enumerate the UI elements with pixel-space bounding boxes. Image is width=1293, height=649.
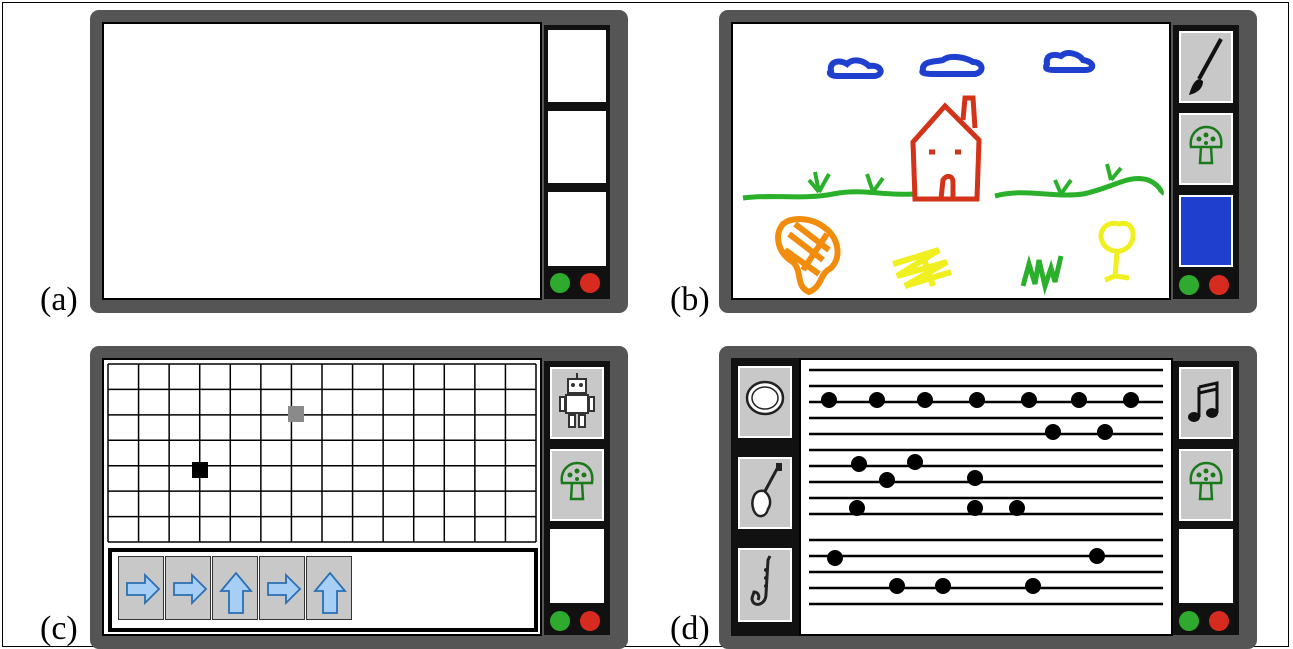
instrument-sidebar bbox=[731, 358, 799, 636]
tambourine-tool[interactable] bbox=[738, 366, 792, 438]
device-d bbox=[719, 346, 1257, 649]
command-right[interactable] bbox=[259, 556, 305, 620]
robot-icon bbox=[552, 369, 602, 437]
sidebar-slot-3[interactable] bbox=[548, 192, 606, 266]
sidebar-slot-2[interactable] bbox=[548, 111, 606, 183]
green-scribble bbox=[1023, 256, 1061, 286]
panel-d-label: (d) bbox=[670, 612, 710, 646]
arrow-up-icon bbox=[213, 557, 259, 621]
yellow-flower bbox=[1101, 223, 1133, 280]
sidebar-slot-1[interactable] bbox=[548, 30, 606, 102]
empty-slot[interactable] bbox=[1179, 529, 1233, 603]
yellow-scribble bbox=[893, 250, 951, 286]
saxophone-icon bbox=[740, 550, 790, 618]
go-button[interactable] bbox=[550, 273, 570, 293]
robot-grid[interactable] bbox=[104, 360, 542, 550]
house bbox=[913, 106, 979, 199]
panel-c-label: (c) bbox=[40, 612, 78, 646]
arrow-right-icon bbox=[166, 557, 212, 621]
staff-svg bbox=[801, 360, 1173, 636]
saxophone-tool[interactable] bbox=[738, 548, 792, 622]
drawing-canvas[interactable] bbox=[731, 22, 1171, 300]
music-note-icon bbox=[1181, 369, 1231, 437]
robot-tool[interactable] bbox=[550, 367, 604, 439]
sidebar-d bbox=[1173, 361, 1239, 635]
cloud-1 bbox=[830, 60, 881, 76]
paintbrush-icon bbox=[1181, 33, 1231, 101]
device-c bbox=[90, 346, 628, 649]
notes bbox=[821, 392, 1139, 594]
command-up[interactable] bbox=[212, 556, 258, 620]
go-button[interactable] bbox=[550, 611, 570, 631]
device-a bbox=[90, 10, 628, 313]
mushroom-tool[interactable] bbox=[1179, 449, 1233, 521]
go-button[interactable] bbox=[1179, 611, 1199, 631]
color-swatch-blue[interactable] bbox=[1179, 195, 1233, 267]
mushroom-tool[interactable] bbox=[550, 449, 604, 521]
orange-scribble bbox=[778, 219, 838, 292]
goal-position bbox=[288, 406, 304, 422]
sidebar-c bbox=[544, 361, 610, 635]
empty-slot[interactable] bbox=[550, 529, 604, 603]
mushroom-icon bbox=[1181, 451, 1231, 519]
robot-position bbox=[192, 462, 208, 478]
sidebar-b bbox=[1173, 25, 1239, 299]
tambourine-icon bbox=[740, 368, 790, 436]
canvas-a[interactable] bbox=[102, 22, 542, 300]
sidebar-a bbox=[544, 25, 610, 299]
brush-tool[interactable] bbox=[1179, 31, 1233, 103]
mushroom-icon bbox=[552, 451, 602, 519]
guitar-tool[interactable] bbox=[738, 457, 792, 529]
arrow-right-icon bbox=[260, 557, 306, 621]
mushroom-icon bbox=[1181, 115, 1231, 183]
robot-screen bbox=[102, 358, 542, 636]
command-right[interactable] bbox=[118, 556, 164, 620]
cloud-2 bbox=[922, 57, 981, 74]
panel-a-label: (a) bbox=[40, 283, 78, 317]
arrow-up-icon bbox=[307, 557, 353, 621]
staff-lines bbox=[809, 370, 1163, 604]
command-up[interactable] bbox=[306, 556, 352, 620]
stop-button[interactable] bbox=[580, 611, 600, 631]
mushroom-tool[interactable] bbox=[1179, 113, 1233, 185]
music-staff[interactable] bbox=[799, 358, 1173, 636]
command-program[interactable] bbox=[108, 548, 538, 632]
device-b bbox=[719, 10, 1257, 313]
guitar-icon bbox=[740, 459, 790, 527]
kid-drawing bbox=[733, 24, 1171, 300]
command-right[interactable] bbox=[165, 556, 211, 620]
stop-button[interactable] bbox=[580, 273, 600, 293]
stop-button[interactable] bbox=[1209, 275, 1229, 295]
panel-b-label: (b) bbox=[670, 283, 710, 317]
note-tool[interactable] bbox=[1179, 367, 1233, 439]
stop-button[interactable] bbox=[1209, 611, 1229, 631]
arrow-right-icon bbox=[119, 557, 165, 621]
cloud-3 bbox=[1046, 53, 1092, 70]
go-button[interactable] bbox=[1179, 275, 1199, 295]
